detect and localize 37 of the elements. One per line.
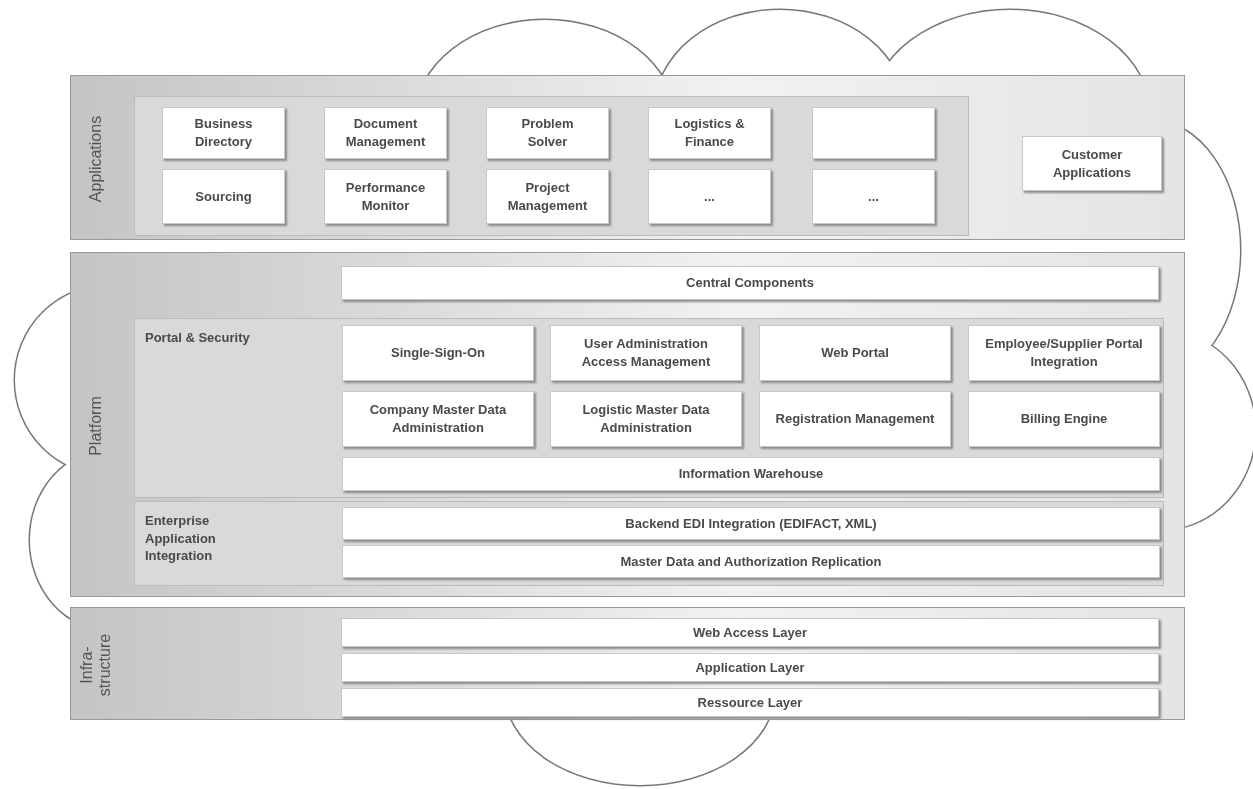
layer-band	[70, 607, 1185, 720]
group-title: Enterprise Application Integration	[145, 512, 217, 565]
layer-title: Infra- structure	[76, 632, 114, 698]
component-box	[812, 107, 935, 159]
component-box: Single-Sign-On	[342, 325, 534, 381]
group-title: Portal & Security	[145, 329, 251, 347]
component-box: Master Data and Authorization Replication	[342, 545, 1160, 578]
layer-band	[70, 75, 1185, 240]
component-box: Performance Monitor	[324, 169, 447, 224]
group-panel	[134, 96, 969, 236]
component-box: Central Components	[341, 266, 1159, 300]
component-box: ...	[648, 169, 771, 224]
component-box: Document Management	[324, 107, 447, 159]
component-box: Information Warehouse	[342, 457, 1160, 491]
group-panel	[134, 501, 1164, 586]
layer-title: Platform	[85, 394, 105, 458]
component-box: Business Directory	[162, 107, 285, 159]
component-box: Web Access Layer	[341, 618, 1159, 647]
component-box: Employee/Supplier Portal Integration	[968, 325, 1160, 381]
component-box: Logistic Master Data Administration	[550, 391, 742, 447]
component-box: Billing Engine	[968, 391, 1160, 447]
component-box: Logistics & Finance	[648, 107, 771, 159]
group-panel	[134, 318, 1164, 498]
component-box: Application Layer	[341, 653, 1159, 682]
component-box: Customer Applications	[1022, 136, 1162, 191]
component-box: Backend EDI Integration (EDIFACT, XML)	[342, 507, 1160, 540]
component-box: Problem Solver	[486, 107, 609, 159]
component-box: Sourcing	[162, 169, 285, 224]
component-box: Web Portal	[759, 325, 951, 381]
component-box: Company Master Data Administration	[342, 391, 534, 447]
component-box: User Administration Access Management	[550, 325, 742, 381]
layer-band	[70, 252, 1185, 597]
component-box: Ressource Layer	[341, 688, 1159, 717]
layer-title: Applications	[85, 114, 105, 204]
component-box: ...	[812, 169, 935, 224]
component-box: Registration Management	[759, 391, 951, 447]
component-box: Project Management	[486, 169, 609, 224]
